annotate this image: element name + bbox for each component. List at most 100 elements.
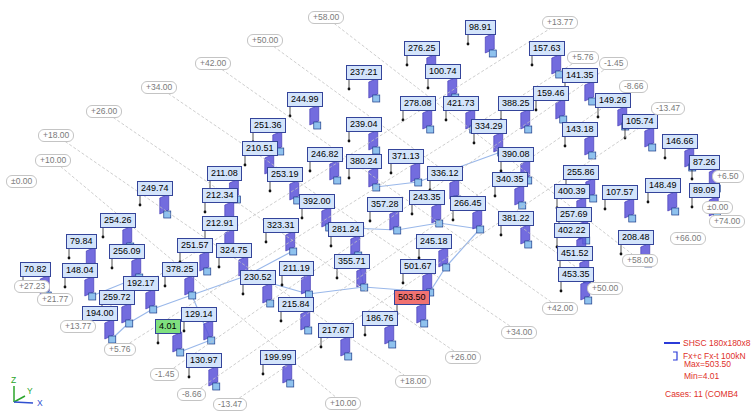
leader-line: [403, 274, 404, 282]
label-text: 100.74: [429, 67, 457, 76]
column-force: [336, 267, 368, 291]
label-text: +13.77: [547, 18, 573, 27]
grid-line: [65, 142, 404, 376]
leader-line: [532, 56, 533, 64]
force-label: 149.26: [595, 93, 631, 108]
leader-dot: [348, 177, 351, 180]
force-label: 89.09: [689, 183, 720, 198]
leader-dot: [348, 88, 351, 91]
force-label: 451.52: [557, 246, 593, 261]
leader-line: [692, 170, 693, 178]
force-label: 230.52: [240, 270, 276, 285]
leader-line: [391, 164, 392, 172]
leader-dot: [188, 376, 191, 379]
force-label: 239.04: [346, 117, 382, 132]
column-support: [305, 327, 312, 334]
column-force: [500, 224, 532, 248]
legend-note: Cases: 11 (COMB4: [664, 390, 739, 399]
column-force: [269, 180, 301, 204]
label-text: 211.08: [211, 169, 238, 178]
grid-label: -1.45: [599, 57, 628, 70]
grid-line: [61, 167, 336, 398]
label-text: 503.50: [398, 293, 426, 302]
label-text: 281.24: [332, 225, 360, 234]
label-text: 276.25: [408, 44, 436, 53]
grid-label: +21.77: [37, 293, 73, 306]
force-label: 355.71: [334, 254, 370, 269]
column-support: [150, 306, 157, 313]
column-support: [334, 177, 341, 184]
leader-dot: [269, 190, 272, 193]
column-support: [389, 341, 396, 348]
leader-line: [243, 285, 244, 293]
leader-line: [648, 193, 649, 201]
leader-line: [692, 198, 693, 206]
legend-text: SHSC 180x180x8: [683, 339, 751, 348]
leader-line: [419, 249, 420, 257]
leader-line: [112, 259, 113, 267]
grid-label: +13.77: [60, 320, 96, 333]
label-text: 146.66: [666, 137, 694, 146]
force-label: 146.66: [662, 134, 698, 149]
grid-label: +74.00: [709, 215, 745, 228]
legend-note: Max=503.50: [683, 360, 732, 369]
label-text: 266.45: [454, 199, 482, 208]
force-label: 237.21: [346, 65, 382, 80]
leader-dot: [369, 220, 372, 223]
label-text: +42.00: [200, 59, 226, 68]
column-force: [348, 78, 380, 102]
label-text: 157.63: [533, 44, 561, 53]
force-label: 388.25: [498, 96, 534, 111]
leader-line: [565, 137, 566, 145]
column-force: [494, 185, 526, 209]
column-force: [624, 127, 656, 151]
column-force: [164, 275, 196, 299]
leader-dot: [301, 217, 304, 220]
column-support: [585, 297, 592, 304]
leader-line: [495, 187, 496, 195]
leader-dot: [164, 285, 167, 288]
leader-line: [625, 129, 626, 137]
column-force: [452, 209, 484, 233]
label-text: 257.69: [560, 210, 588, 219]
column-support: [589, 152, 596, 159]
leader-dot: [445, 119, 448, 122]
column-force: [402, 109, 434, 133]
label-text: 501.67: [404, 262, 432, 271]
force-label: 217.67: [318, 323, 354, 338]
label-text: +27.23: [19, 282, 45, 291]
force-label: 100.74: [425, 64, 461, 79]
label-text: 79.84: [70, 237, 93, 246]
leader-line: [430, 181, 431, 189]
column-force: [564, 135, 596, 159]
force-label: 402.22: [554, 223, 590, 238]
leader-line: [103, 228, 104, 236]
column-support: [189, 292, 196, 299]
grid-label: -8.66: [177, 388, 206, 401]
leader-line: [310, 162, 311, 170]
column-force: [364, 324, 396, 348]
label-text: +18.00: [400, 377, 426, 386]
grid-label: +5.76: [104, 343, 136, 356]
leader-dot: [535, 109, 538, 112]
grid-line: [239, 115, 659, 399]
grid-label: -8.66: [619, 80, 648, 93]
force-label: 141.35: [562, 68, 598, 83]
leader-dot: [473, 142, 476, 145]
label-text: 217.67: [322, 326, 350, 335]
force-label: 245.18: [416, 234, 452, 249]
label-text: -8.66: [624, 82, 643, 91]
leader-dot: [691, 206, 694, 209]
label-text: 378.25: [166, 265, 194, 274]
force-label: 340.35: [492, 172, 528, 187]
grid-label: ±0.00: [702, 201, 733, 214]
label-text: 212.34: [206, 191, 234, 200]
leader-line: [468, 35, 469, 43]
label-text: +10.00: [330, 399, 356, 408]
leader-dot: [560, 290, 563, 293]
label-text: 194.00: [86, 309, 114, 318]
leader-dot: [320, 346, 323, 349]
column-support: [213, 383, 220, 390]
label-text: +74.00: [714, 217, 740, 226]
grid-label: +42.00: [195, 57, 231, 70]
